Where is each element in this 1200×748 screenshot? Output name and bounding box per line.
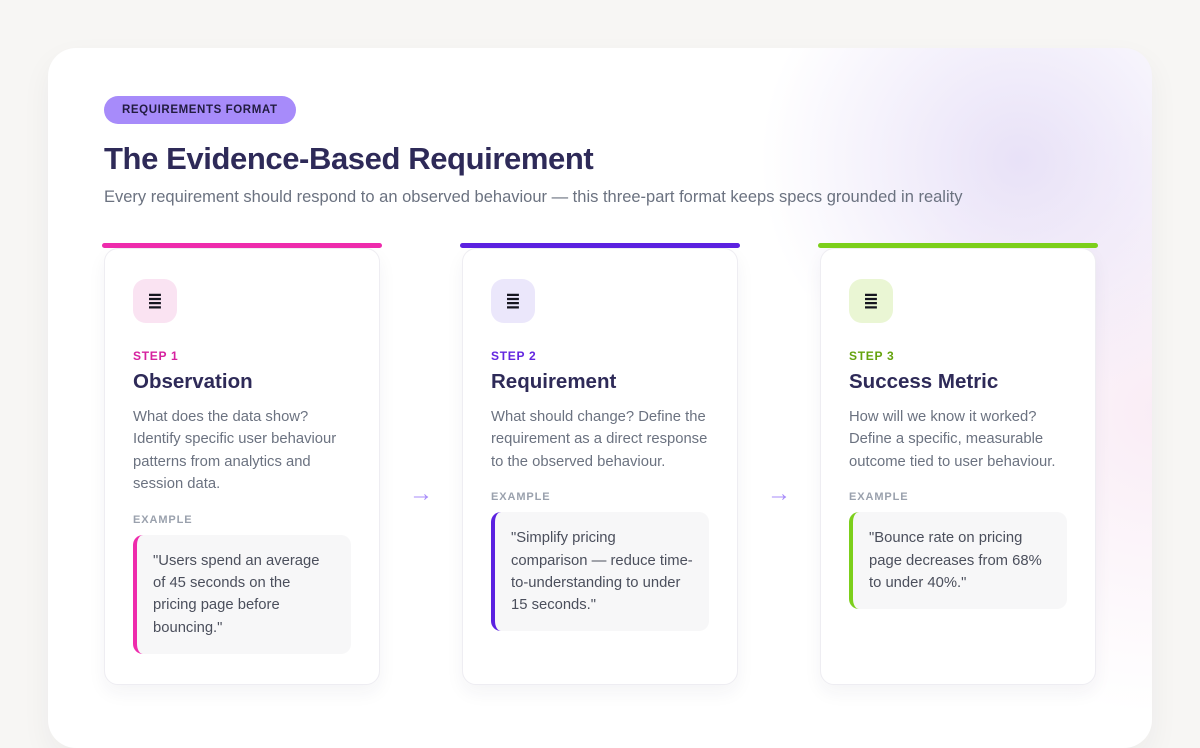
page-subtitle: Every requirement should respond to an o… xyxy=(104,188,963,206)
step-description: What should change? Define the requireme… xyxy=(491,409,708,470)
example-label: EXAMPLE xyxy=(133,513,193,526)
accent-bar xyxy=(818,243,1098,248)
step-description: How will we know it worked? Define a spe… xyxy=(849,409,1056,470)
step-title: Observation xyxy=(133,370,253,393)
card-body: ≣ STEP 1 Observation What does the data … xyxy=(104,248,380,685)
arrow-right-icon: → xyxy=(767,479,791,507)
step-title: Success Metric xyxy=(849,370,999,393)
step-icon-box: ≣ xyxy=(491,279,535,323)
step-card-requirement: ≣ STEP 2 Requirement What should change?… xyxy=(460,243,740,685)
step-icon-box: ≣ xyxy=(133,279,177,323)
step-card-success-metric: ≣ STEP 3 Success Metric How will we know… xyxy=(818,243,1098,685)
step-label: STEP 3 xyxy=(849,349,895,363)
list-lines-icon: ≣ xyxy=(863,289,879,312)
accent-bar xyxy=(102,243,382,248)
card-body: ≣ STEP 3 Success Metric How will we know… xyxy=(820,248,1096,685)
step-label: STEP 2 xyxy=(491,349,537,363)
example-label: EXAMPLE xyxy=(491,491,551,504)
example-quote: "Simplify pricing comparison — reduce ti… xyxy=(491,512,709,632)
list-lines-icon: ≣ xyxy=(505,289,521,312)
accent-bar xyxy=(460,243,740,248)
list-lines-icon: ≣ xyxy=(147,289,163,312)
step-icon-box: ≣ xyxy=(849,279,893,323)
steps-row: ≣ STEP 1 Observation What does the data … xyxy=(102,243,1098,685)
requirements-format-section: REQUIREMENTS FORMAT The Evidence-Based R… xyxy=(48,48,1152,748)
step-description: What does the data show? Identify specif… xyxy=(133,409,337,493)
step-card-observation: ≣ STEP 1 Observation What does the data … xyxy=(102,243,382,685)
step-label: STEP 1 xyxy=(133,349,179,363)
step-title: Requirement xyxy=(491,370,617,393)
card-body: ≣ STEP 2 Requirement What should change?… xyxy=(462,248,738,685)
arrow-cell: → xyxy=(738,243,820,685)
section-badge: REQUIREMENTS FORMAT xyxy=(104,96,296,124)
example-label: EXAMPLE xyxy=(849,491,909,504)
page-title: The Evidence-Based Requirement xyxy=(104,141,594,176)
arrow-cell: → xyxy=(380,243,462,685)
arrow-right-icon: → xyxy=(409,479,433,507)
example-quote: "Bounce rate on pricing page decreases f… xyxy=(849,512,1067,610)
example-quote: "Users spend an average of 45 seconds on… xyxy=(133,534,351,654)
